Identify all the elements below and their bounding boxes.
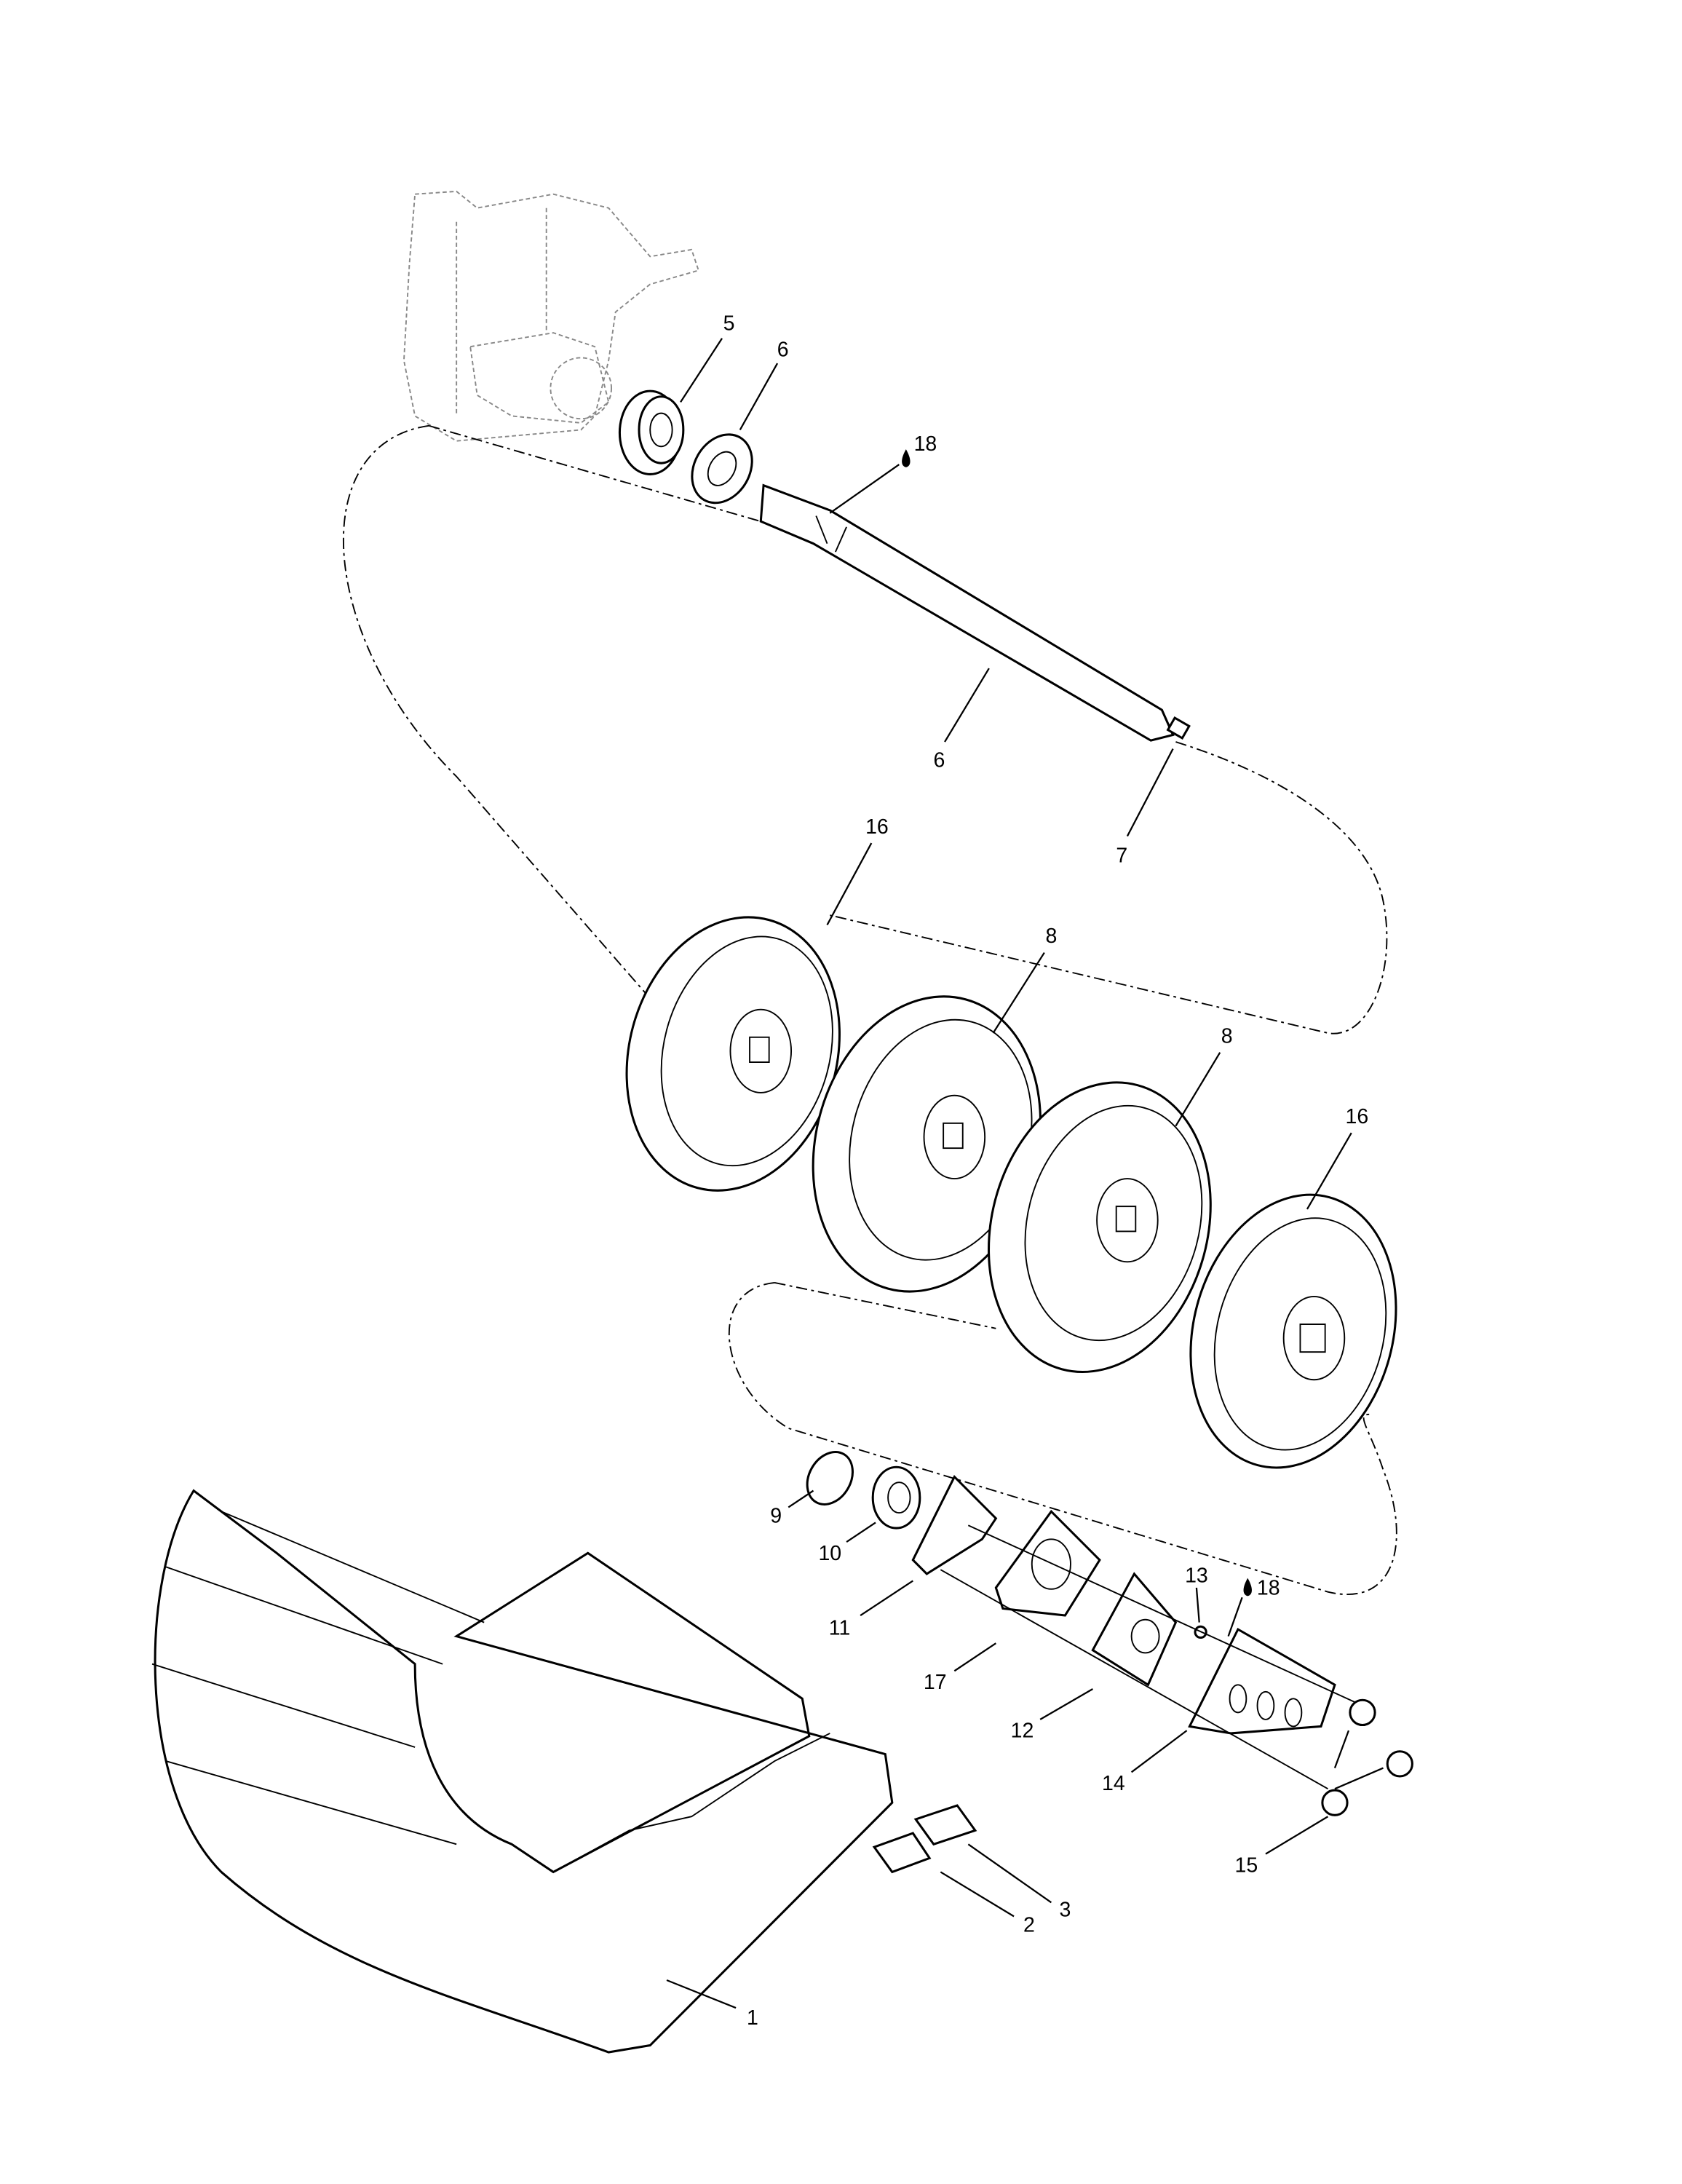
callout-16: 16: [865, 815, 889, 839]
hardware-parts: [806, 1451, 1413, 1816]
callout-10: 10: [818, 1542, 841, 1565]
bearing-part-4: [618, 389, 685, 475]
callout-7: 7: [1116, 844, 1127, 868]
callout-18: 18: [914, 432, 937, 456]
track-part-1: [151, 1489, 894, 2054]
washer-part-5: [691, 433, 753, 505]
leader-lines: [666, 338, 1384, 2009]
callout-3: 3: [1059, 1898, 1071, 1921]
callout-9: 9: [770, 1504, 782, 1527]
callout-1: 1: [747, 2006, 758, 2030]
callout-16: 16: [1346, 1105, 1369, 1128]
callout-8: 8: [1221, 1024, 1233, 1048]
sprocket-part-8-first: [812, 995, 1042, 1293]
callout-4: 5: [723, 312, 735, 335]
sprocket-part-8-second: [987, 1081, 1212, 1374]
callout-14: 14: [1102, 1772, 1125, 1795]
drive-axle-part-6: [759, 483, 1175, 742]
callout-13: 13: [1185, 1564, 1208, 1587]
callout-6: 6: [934, 748, 945, 772]
callout-2: 2: [1023, 1913, 1035, 1936]
callout-5: 6: [777, 338, 789, 361]
grease-drop-icon: [902, 449, 911, 467]
track-path-upper-dashed: [343, 424, 1388, 1034]
gearbox-housing-ghost: [402, 190, 699, 442]
callout-12: 12: [1011, 1720, 1034, 1743]
clip-part-3: [913, 1804, 977, 1846]
grease-drop-icon: [1243, 1578, 1252, 1597]
callout-18: 18: [1257, 1576, 1280, 1599]
track-path-lower-dashed: [729, 1281, 1397, 1596]
callout-17: 17: [924, 1671, 947, 1694]
clip-part-7: [1166, 716, 1191, 740]
callout-11: 11: [829, 1617, 851, 1640]
callout-8: 8: [1045, 925, 1057, 948]
callout-15: 15: [1235, 1853, 1258, 1877]
sprocket-part-16-right: [1189, 1193, 1397, 1469]
clip-part-2: [872, 1832, 932, 1874]
